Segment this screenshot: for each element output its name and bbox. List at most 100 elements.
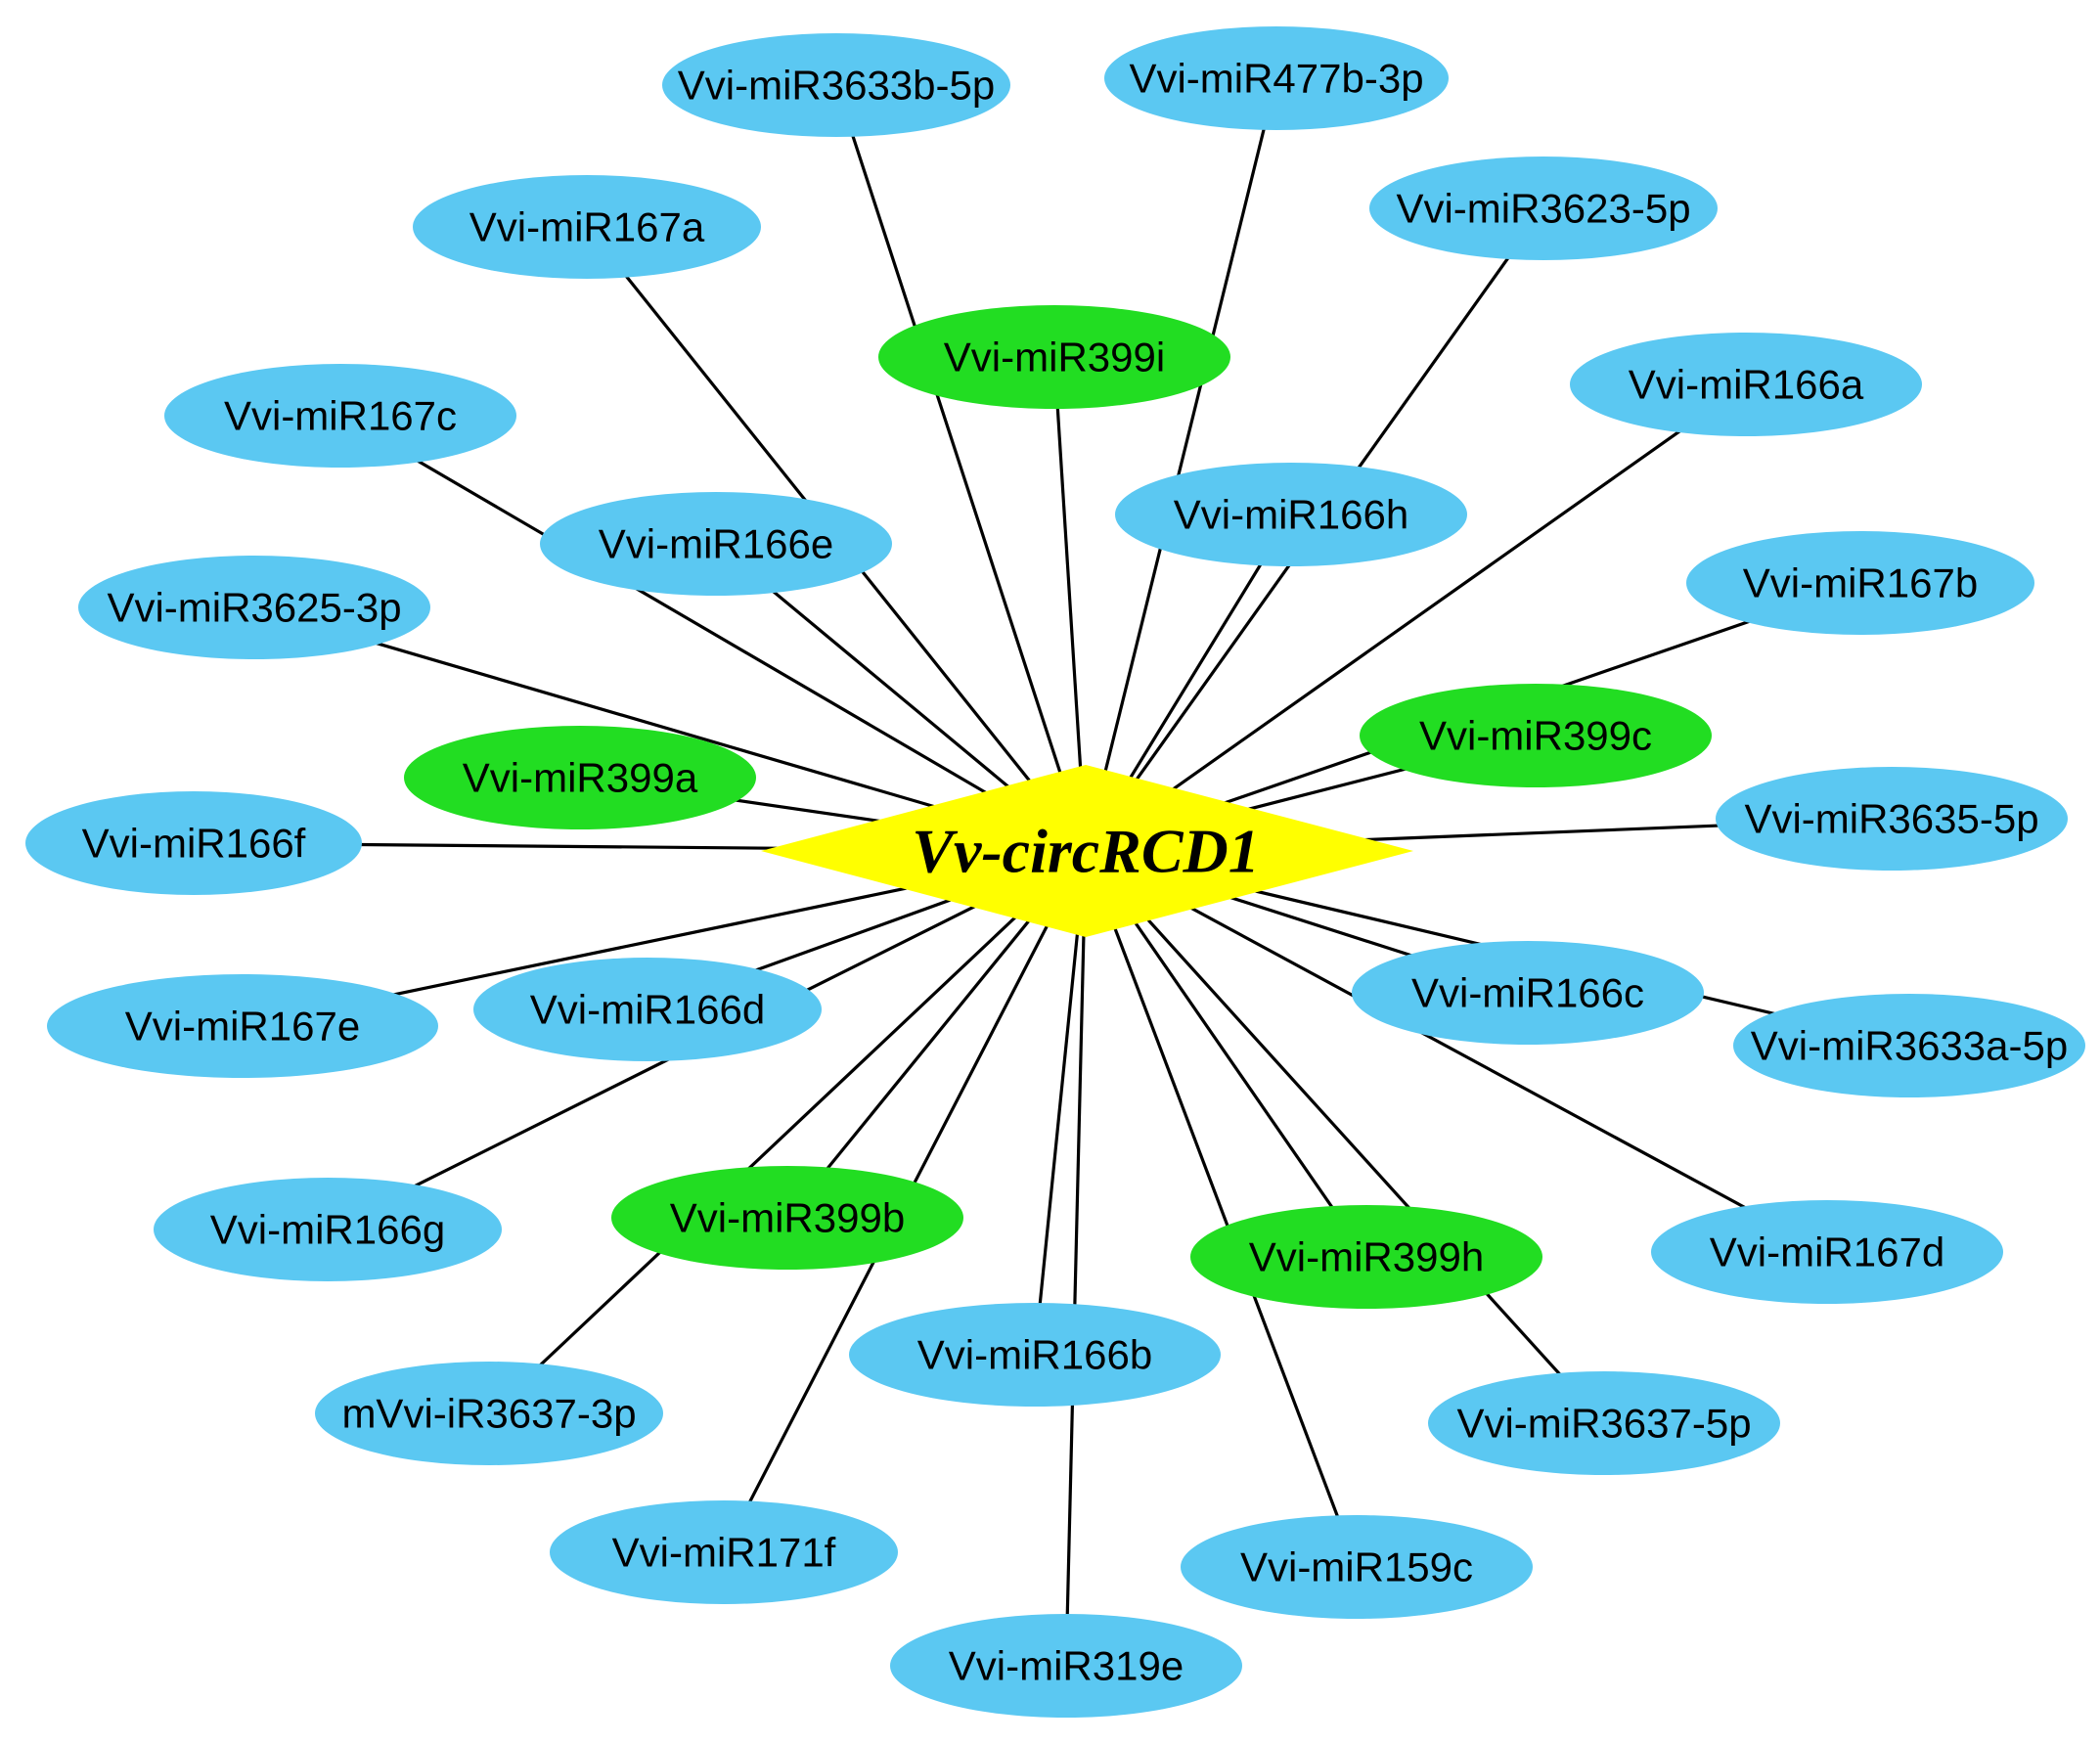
hub-node: Vv-circRCD1 — [761, 765, 1413, 937]
node-ellipse — [47, 974, 438, 1078]
node-label: Vvi-miR3635-5p — [1744, 796, 2038, 842]
node-ellipse — [164, 364, 516, 468]
edge-hub-Vvi-miR166b — [1033, 850, 1088, 1356]
node-ellipse — [849, 1303, 1221, 1407]
node-ellipse — [404, 726, 756, 829]
node-label: Vvi-miR167e — [125, 1004, 360, 1050]
node-ellipse — [611, 1166, 963, 1270]
node-label: Vvi-miR3637-5p — [1456, 1401, 1751, 1447]
node-ellipse — [1733, 994, 2085, 1097]
node-label: Vvi-miR399b — [670, 1195, 905, 1241]
node-label: Vvi-miR166c — [1411, 970, 1644, 1016]
mirna-node: Vvi-miR159c — [1181, 1515, 1533, 1619]
mirna-node: Vvi-miR166h — [1115, 463, 1467, 566]
edge-hub-Vvi-miR477b-3p — [1084, 77, 1278, 852]
mirna-node: Vvi-miR399b — [611, 1166, 963, 1270]
node-ellipse — [1115, 463, 1467, 566]
mirna-node: Vvi-miR167c — [164, 364, 516, 468]
node-label: Vvi-miR166d — [530, 987, 765, 1033]
node-ellipse — [1686, 531, 2034, 635]
node-label: Vvi-miR399h — [1249, 1234, 1484, 1280]
node-ellipse — [315, 1362, 663, 1465]
node-label: Vvi-miR166h — [1174, 492, 1408, 538]
node-ellipse — [1360, 684, 1712, 787]
node-ellipse — [550, 1500, 898, 1604]
node-label: Vvi-miR166b — [917, 1332, 1152, 1378]
edge-hub-Vvi-miR319e — [1064, 850, 1088, 1667]
mirna-node: Vvi-miR166d — [473, 958, 822, 1061]
node-ellipse — [1428, 1371, 1780, 1475]
node-label: Vvi-miR166e — [599, 521, 833, 567]
edge-hub-Vvi-miR3633b-5p — [834, 84, 1088, 852]
node-label: Vvi-miR319e — [949, 1643, 1184, 1689]
node-ellipse — [78, 556, 430, 659]
edge-hub-mVvi-iR3637-3p — [487, 849, 1088, 1415]
mirna-node: Vvi-miR3625-3p — [78, 556, 430, 659]
node-label: Vvi-miR477b-3p — [1129, 56, 1423, 102]
node-ellipse — [1181, 1515, 1533, 1619]
node-ellipse — [1190, 1205, 1542, 1309]
node-label: Vvi-miR399i — [944, 335, 1165, 380]
mirna-node: Vvi-miR167d — [1651, 1200, 2003, 1304]
node-label: Vvi-miR399a — [463, 755, 698, 801]
mirna-node: Vvi-miR166b — [849, 1303, 1221, 1407]
edge-hub-Vvi-miR159c — [1084, 850, 1359, 1568]
node-ellipse — [878, 305, 1230, 409]
mirna-node: Vvi-miR166e — [540, 492, 892, 596]
mirna-node: Vvi-miR3635-5p — [1716, 767, 2068, 871]
node-label: Vvi-miR3623-5p — [1396, 186, 1690, 232]
node-label: Vvi-miR3625-3p — [107, 585, 401, 631]
edge-hub-Vvi-miR3637-5p — [1084, 849, 1606, 1425]
mirna-node: Vvi-miR166a — [1570, 333, 1922, 436]
node-label: Vvi-miR166a — [1629, 362, 1864, 408]
mirna-node: Vvi-miR477b-3p — [1104, 26, 1449, 130]
node-ellipse — [890, 1614, 1242, 1718]
node-label: Vvi-miR167a — [469, 204, 705, 250]
node-label: Vvi-miR166g — [210, 1207, 445, 1253]
mirna-node: Vvi-miR166g — [154, 1178, 502, 1281]
mirna-node: Vvi-miR399h — [1190, 1205, 1542, 1309]
mirna-node: Vvi-miR167e — [47, 974, 438, 1078]
node-layer: Vvi-miR3633b-5p Vvi-miR477b-3pVvi-miR167a… — [25, 26, 2085, 1718]
node-ellipse — [1104, 26, 1449, 130]
edge-hub-Vvi-miR167c — [339, 414, 1087, 853]
node-label: Vvi-miR171f — [612, 1530, 836, 1576]
node-ellipse — [1352, 941, 1704, 1045]
mirna-node: Vvi-miR167a — [413, 175, 761, 279]
node-ellipse — [154, 1178, 502, 1281]
node-ellipse — [413, 175, 761, 279]
node-label: Vvi-miR3633b-5p — [678, 63, 995, 109]
mirna-node: Vvi-miR399i — [878, 305, 1230, 409]
node-label: Vvi-miR167c — [224, 393, 457, 439]
hub-diamond — [761, 765, 1413, 937]
mirna-node: Vvi-miR399a — [404, 726, 756, 829]
node-ellipse — [1651, 1200, 2003, 1304]
node-label: Vvi-miR399c — [1419, 713, 1652, 759]
node-ellipse — [540, 492, 892, 596]
mirna-node: Vvi-miR3623-5p — [1369, 157, 1718, 260]
edge-hub-Vvi-miR166a — [1085, 382, 1747, 853]
mirna-node: mVvi-iR3637-3p — [315, 1362, 663, 1465]
node-ellipse — [1716, 767, 2068, 871]
mirna-node: Vvi-miR167b — [1686, 531, 2034, 635]
mirna-node: Vvi-miR3637-5p — [1428, 1371, 1780, 1475]
edge-hub-Vvi-miR167d — [1085, 849, 1828, 1254]
node-ellipse — [473, 958, 822, 1061]
node-label: Vvi-miR167d — [1710, 1230, 1944, 1275]
node-ellipse — [662, 33, 1010, 137]
node-label: Vvi-miR166f — [82, 821, 306, 867]
mirna-node: Vvi-miR319e — [890, 1614, 1242, 1718]
node-label: mVvi-iR3637-3p — [341, 1391, 636, 1437]
mirna-node: Vvi-miR399c — [1360, 684, 1712, 787]
hub-label: Vv-circRCD1 — [912, 817, 1260, 886]
node-ellipse — [1570, 333, 1922, 436]
node-label: Vvi-miR159c — [1240, 1544, 1473, 1590]
node-ellipse — [25, 791, 362, 895]
node-label: Vvi-miR3633a-5p — [1751, 1023, 2068, 1069]
mirna-node: Vvi-miR166c — [1352, 941, 1704, 1045]
mirna-node: Vvi-miR166f — [25, 791, 362, 895]
mirna-node: Vvi-miR171f — [550, 1500, 898, 1604]
mirna-node: Vvi-miR3633a-5p — [1733, 994, 2085, 1097]
node-ellipse — [1369, 157, 1718, 260]
